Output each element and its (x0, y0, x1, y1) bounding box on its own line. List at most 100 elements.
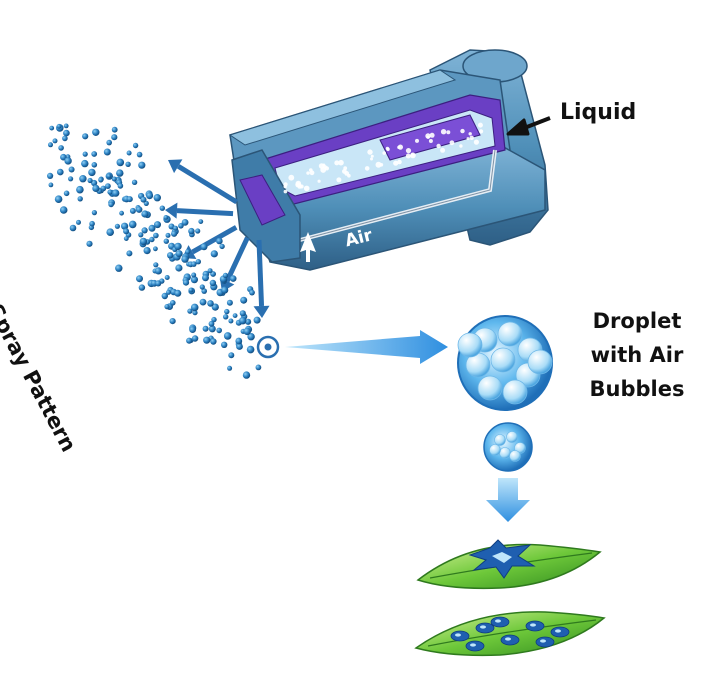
spray-dot (164, 275, 170, 280)
spray-dot (209, 279, 217, 287)
spray-dot (210, 338, 217, 345)
spray-dot (189, 326, 197, 333)
air-bubble-small (489, 444, 501, 456)
chamber-bubble (397, 145, 401, 149)
spray-dot (154, 267, 162, 275)
spray-dot (47, 172, 54, 179)
spray-dot (240, 296, 248, 304)
spray-dot (154, 221, 161, 229)
spray-dot (68, 176, 74, 182)
spray-dot (63, 190, 70, 197)
spray-dot (91, 162, 98, 168)
spray-arrow (176, 208, 234, 217)
spray-dot (246, 345, 255, 354)
spray-dot (163, 215, 169, 220)
spray-dot (91, 179, 98, 187)
spray-dot (86, 240, 93, 247)
chamber-bubble (397, 159, 402, 165)
spray-arrow (176, 164, 238, 205)
spray-dot (52, 138, 58, 144)
spray-dot (249, 289, 255, 296)
spray-arrow-head (165, 202, 178, 219)
spray-dot (126, 196, 133, 203)
spray-dot (103, 148, 111, 156)
spray-dot (140, 196, 147, 203)
spray-dot (136, 275, 143, 283)
spray-dot (235, 337, 243, 345)
spray-arrow (256, 239, 265, 307)
spray-dot (208, 320, 215, 327)
chamber-bubble (440, 129, 447, 135)
chamber-bubble (405, 148, 412, 154)
spray-dot (245, 318, 252, 325)
chamber-bubble (370, 154, 374, 158)
spray-dot (48, 182, 54, 188)
spray-dot (242, 371, 251, 379)
chamber-bubble (449, 140, 455, 146)
spray-dot (143, 247, 151, 255)
spray-dot (63, 123, 69, 129)
spray-dot (64, 157, 72, 165)
chamber-bubble (426, 135, 430, 139)
spray-dot (210, 250, 218, 258)
chamber-bubble (295, 182, 301, 188)
spray-dot (182, 279, 190, 286)
spray-dot (239, 310, 246, 317)
spray-dot (88, 168, 96, 177)
spray-dot (232, 313, 238, 318)
spray-dot (174, 242, 182, 251)
spray-dot (49, 125, 55, 131)
leaf-droplet-highlight (480, 625, 486, 629)
spray-dot (192, 310, 198, 316)
droplet-small (483, 422, 533, 472)
spray-dot (136, 151, 143, 158)
spray-dot (207, 300, 214, 307)
spray-dot (223, 314, 229, 320)
chamber-bubble (469, 135, 474, 140)
chamber-bubble (317, 179, 321, 183)
spray-dot (188, 287, 194, 293)
spray-dot (126, 250, 133, 257)
spray-dot (115, 264, 123, 272)
chamber-bubble (468, 132, 472, 136)
air-arrow-icon (300, 232, 316, 262)
leaf-coverage (414, 611, 606, 657)
spray-dot (98, 177, 104, 183)
spray-dot (76, 219, 81, 225)
spray-dot (139, 237, 148, 246)
chamber-bubble (320, 167, 327, 173)
chamber-bubble (429, 132, 435, 138)
spray-dot (106, 173, 112, 179)
spray-dot (221, 341, 228, 348)
spray-dot (91, 151, 98, 157)
spray-dot (111, 126, 118, 133)
spray-dot (91, 210, 97, 216)
spray-dot (76, 185, 84, 194)
spray-dot (203, 336, 211, 344)
spray-dot (129, 207, 136, 214)
spray-dot (221, 286, 229, 294)
spray-dot (191, 335, 199, 342)
spray-dot (82, 151, 88, 157)
spray-dot (236, 343, 243, 350)
chamber-bubble (436, 143, 441, 149)
nozzle (228, 49, 549, 271)
spray-dot (87, 177, 93, 184)
air-bubble-small (499, 447, 511, 459)
spray-dot (68, 166, 75, 173)
spray-dot (141, 227, 148, 234)
spray-dot (106, 228, 114, 236)
chamber-bubble (343, 166, 348, 171)
droplet-label: Droplet with Air Bubbles (582, 304, 692, 406)
spray-dot (175, 264, 183, 272)
spray-dot (81, 159, 89, 168)
spray-dot (106, 139, 112, 146)
spray-dot (175, 250, 183, 258)
chamber-bubbles (283, 122, 484, 194)
chamber-bubble (334, 160, 340, 166)
spray-dot (216, 237, 223, 245)
spray-dot (111, 134, 118, 141)
spray-dot (167, 252, 174, 259)
spray-dot (48, 142, 53, 148)
